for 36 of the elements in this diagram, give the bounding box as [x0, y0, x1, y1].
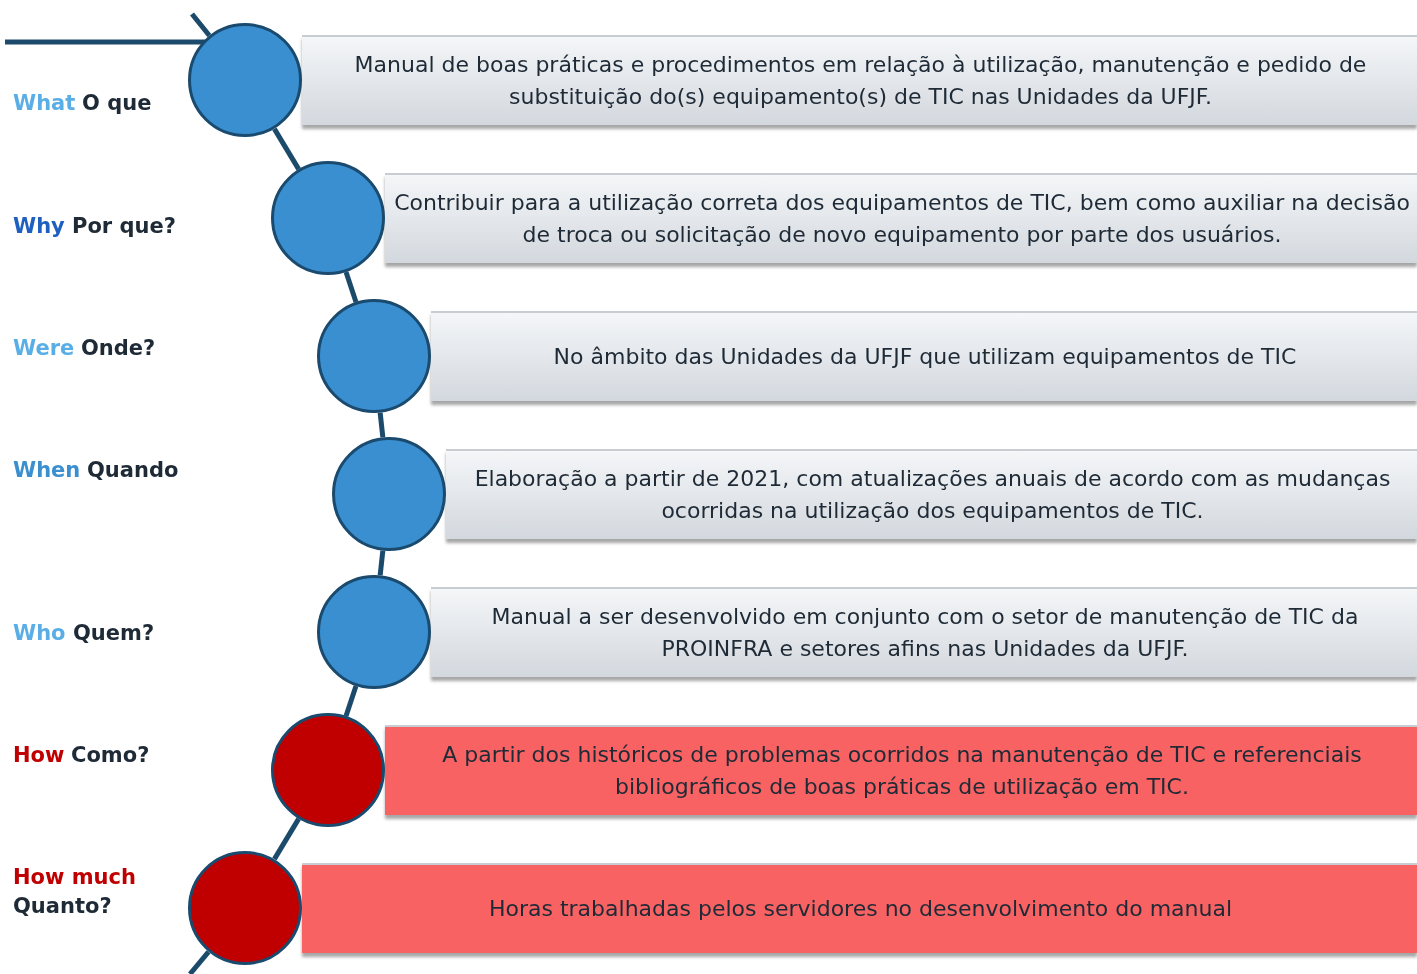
keyword-label: How much: [13, 865, 136, 889]
question-label: Quem?: [73, 621, 155, 645]
banner-bar: [385, 173, 1417, 263]
connector-line: [272, 817, 301, 861]
connector-line: [2, 11, 212, 45]
description-text: Horas trabalhadas pelos servidores no desenvolvimento do manual: [488, 895, 1233, 923]
banner-bar: [302, 35, 1417, 125]
description-text: Manual a ser desenvolvido em conjunto com o setor de manutenção de TIC da PROINFRA e setores afins nas Unidades da UFJF.: [490, 603, 1360, 663]
connector-line: [377, 412, 386, 438]
description-text: Contribuir para a utilização correta dos equipamentos de TIC, bem como auxiliar na decisão de troca ou solicitação de novo equipamento por parte dos usuários.: [393, 189, 1411, 249]
banner-bar: [302, 863, 1417, 953]
banner-bar: [431, 311, 1417, 401]
banner-bar: [431, 587, 1417, 677]
description-text: Manual de boas práticas e procedimentos em relação à utilização, manutenção e pedido de substituição do(s) equipamento(s) de TIC nas Unidades da UFJF.: [353, 51, 1368, 111]
connector-line: [377, 550, 386, 576]
description-text: No âmbito das Unidades da UFJF que utilizam equipamentos de TIC: [553, 343, 1297, 371]
connector-line: [272, 127, 301, 171]
keyword-label: What: [13, 91, 76, 115]
question-label: Quando: [87, 458, 179, 482]
connector-line: [343, 271, 359, 303]
keyword-label: How: [13, 743, 65, 767]
banner-bar: [446, 449, 1417, 539]
question-label: Onde?: [81, 336, 156, 360]
keyword-label: When: [13, 458, 81, 482]
description-text: A partir dos históricos de problemas ocorridos na manutenção de TIC e referenciais bibliográficos de boas práticas de utilização em TIC.: [441, 741, 1363, 801]
banner-bar: [385, 725, 1417, 815]
connector-line: [343, 685, 359, 717]
question-label: Por que?: [72, 214, 176, 238]
keyword-label: Who: [13, 621, 66, 645]
question-label: Quanto?: [13, 894, 112, 918]
keyword-label: Were: [13, 336, 75, 360]
description-text: Elaboração a partir de 2021, com atualizações anuais de acordo com as mudanças ocorridas na utilização dos equipamentos de TIC.: [473, 465, 1392, 525]
connector-line: [188, 950, 211, 974]
question-label: O que: [82, 91, 152, 115]
question-label: Como?: [71, 743, 150, 767]
keyword-label: Why: [13, 214, 65, 238]
